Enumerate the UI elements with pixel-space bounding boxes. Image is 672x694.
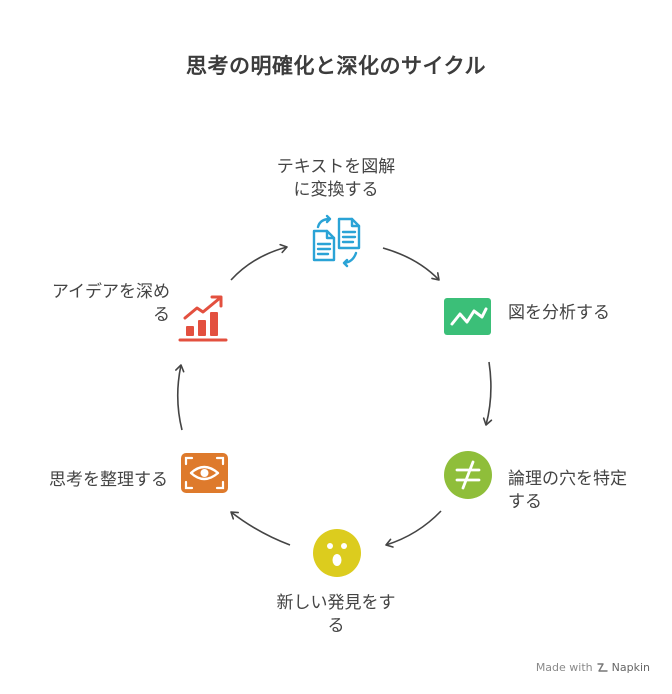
arrow-6-to-1 <box>230 243 288 281</box>
arrow-5-to-6 <box>175 364 185 431</box>
footer-prefix: Made with <box>535 661 593 674</box>
arrow-1-to-2 <box>382 247 440 281</box>
arrow-3-to-4 <box>385 510 442 548</box>
step-5-label: 思考を整理する <box>49 470 168 490</box>
surprised-face-icon <box>313 529 361 577</box>
step-3-label: 論理の穴を特定 する <box>508 469 627 512</box>
arrow-4-to-5 <box>230 511 291 546</box>
step-1-label: テキストを図解 に変換する <box>276 157 396 200</box>
napkin-logo-icon <box>596 663 608 672</box>
arrow-2-to-3 <box>482 361 493 426</box>
step-6-label: アイデアを深め る <box>51 282 170 325</box>
diagram-title: 思考の明確化と深化のサイクル <box>186 54 486 78</box>
footer-attribution: Made with Napkin <box>536 661 650 674</box>
step-2-label: 図を分析する <box>508 303 610 323</box>
line-chart-icon <box>444 298 491 335</box>
footer-brand: Napkin <box>611 661 650 674</box>
documents-swap-icon <box>312 214 361 268</box>
step-4-label: 新しい発見をす る <box>276 593 396 636</box>
eye-scan-icon <box>181 453 228 493</box>
not-equal-icon <box>444 451 492 499</box>
growth-chart-icon <box>178 295 228 342</box>
